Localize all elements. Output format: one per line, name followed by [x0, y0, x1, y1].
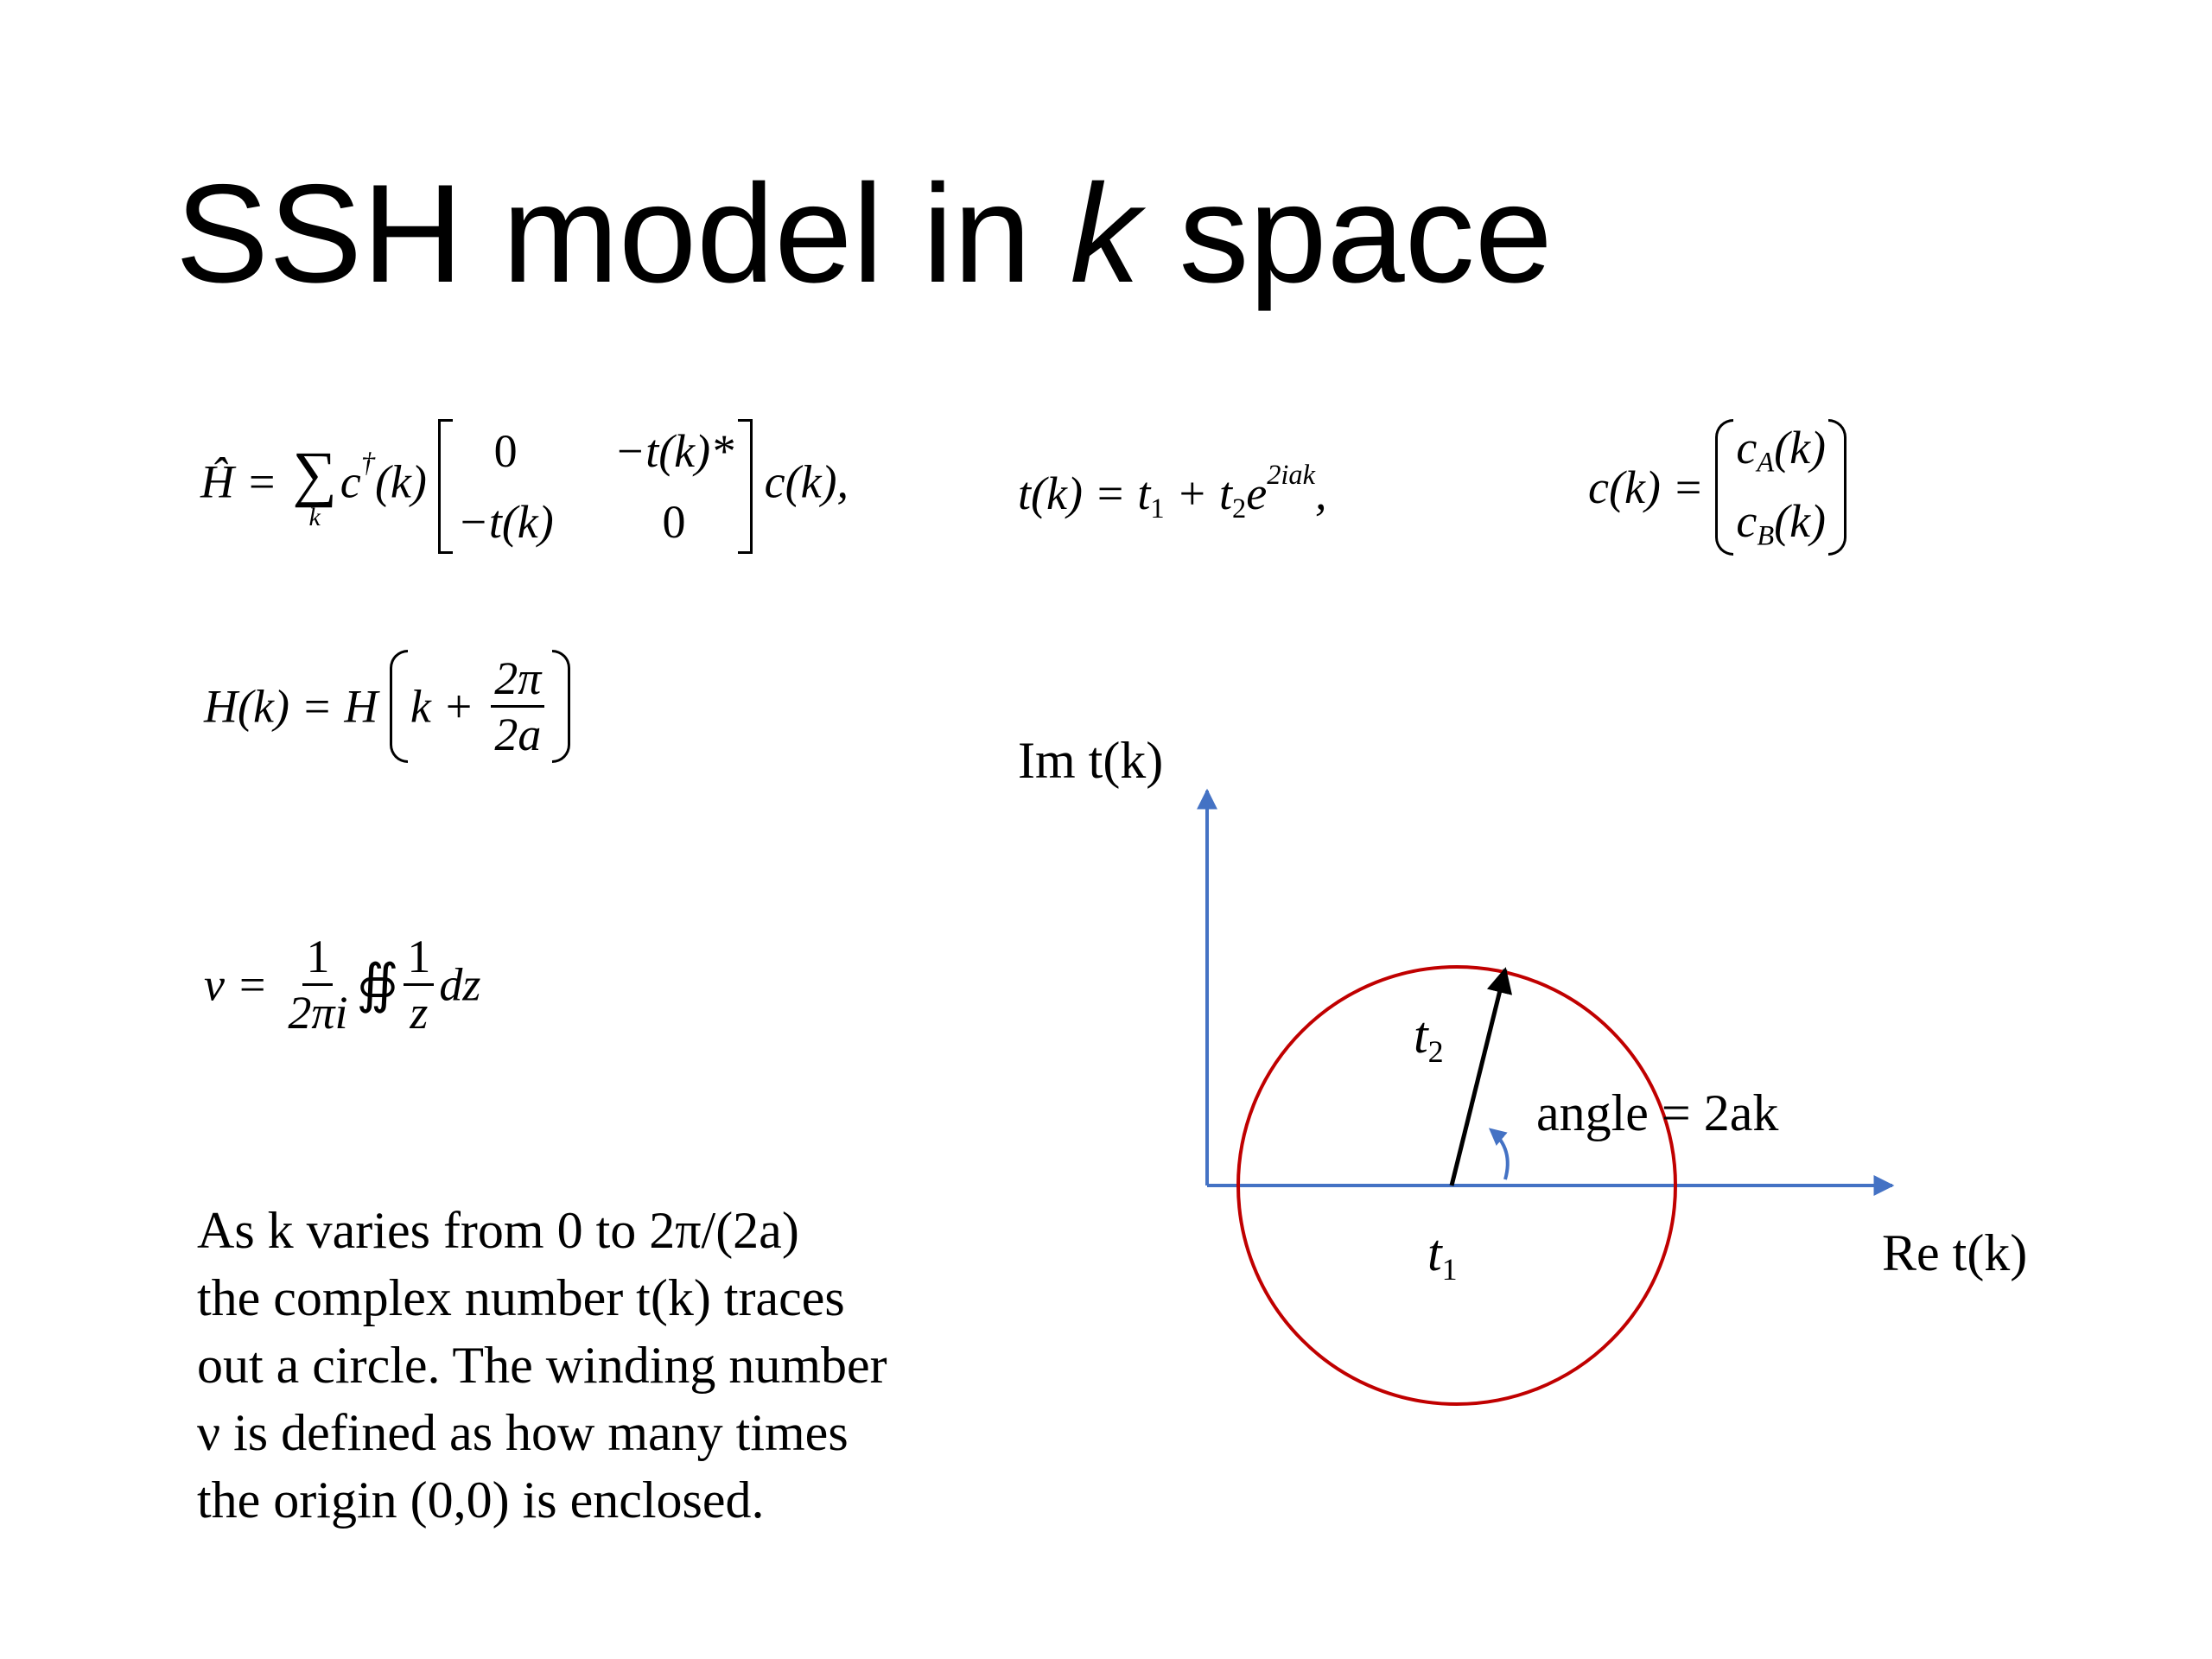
hamiltonian-matrix: 0 −t(k)* −t(k) 0	[438, 419, 753, 554]
winding-prefactor: 1 2πi	[288, 931, 348, 1039]
t2-vector	[1449, 967, 1513, 1186]
real-axis-label: Re t(k)	[1882, 1224, 2028, 1281]
t-circle	[1236, 965, 1677, 1406]
t1-label: t1	[1427, 1224, 1458, 1287]
description-paragraph: As k varies from 0 to 2π/(2a) the comple…	[197, 1197, 887, 1534]
sum-symbol: ∑ k	[292, 439, 337, 531]
winding-number-equation: ν = 1 2πi ∯ 1 z dz	[204, 931, 481, 1039]
hamiltonian-equation: Ĥ = ∑ k c†(k) 0 −t(k)* −t(k) 0 c(k),	[200, 419, 849, 554]
description-line-2: the complex number t(k) traces	[197, 1269, 845, 1326]
spinor-equation: c(k) = cA(k) cB(k)	[1588, 419, 1847, 556]
periodicity-argument: k + 2π 2a	[389, 650, 571, 763]
description-line-5: the origin (0,0) is enclosed.	[197, 1471, 765, 1529]
spinor-vector: cA(k) cB(k)	[1715, 419, 1847, 556]
slide-title: SSH model in k space	[175, 156, 1553, 312]
t2-label: t2	[1414, 1007, 1444, 1069]
description-line-4: ν is defined as how many times	[197, 1404, 849, 1461]
hopping-equation: t(k) = t1 + t2e2iak,	[1018, 460, 1327, 524]
period-fraction: 2π 2a	[491, 655, 545, 758]
description-line-1: As k varies from 0 to 2π/(2a)	[197, 1202, 799, 1259]
angle-arc	[1488, 1128, 1510, 1180]
imaginary-axis-label: Im t(k)	[1018, 732, 1164, 789]
angle-label: angle = 2ak	[1536, 1084, 1779, 1141]
winding-integrand: 1 z	[404, 933, 435, 1036]
description-line-3: out a circle. The winding number	[197, 1337, 887, 1394]
periodicity-equation: H(k) = H k + 2π 2a	[204, 650, 571, 763]
